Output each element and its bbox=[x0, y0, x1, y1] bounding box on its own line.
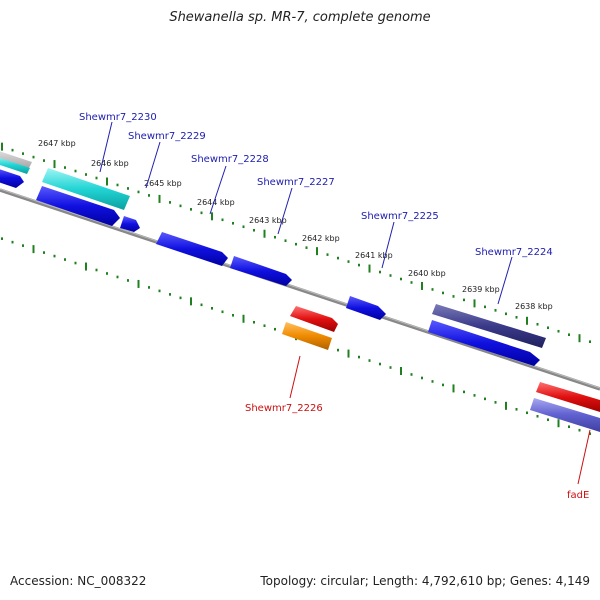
scale-label: 2645 kbp bbox=[144, 179, 182, 188]
gene-feature-cyan-left[interactable] bbox=[0, 156, 30, 174]
gene-label[interactable]: Shewmr7_2226 bbox=[245, 403, 323, 414]
gene-2224[interactable] bbox=[432, 304, 546, 348]
gene-feature-blue-3[interactable] bbox=[428, 320, 540, 366]
scale-ticks-upper bbox=[1, 142, 591, 343]
scale-label: 2638 kbp bbox=[515, 302, 553, 311]
gene-label[interactable]: fadE bbox=[567, 490, 589, 501]
gene-2230[interactable] bbox=[42, 168, 130, 210]
gene-label[interactable]: Shewmr7_2230 bbox=[79, 112, 157, 123]
gene-feature-gray[interactable] bbox=[0, 150, 32, 170]
scale-labels: 2647 kbp 2646 kbp 2645 kbp 2644 kbp 2643… bbox=[38, 139, 553, 311]
gene-feature-violet[interactable] bbox=[530, 398, 600, 432]
gene-2227[interactable] bbox=[230, 256, 292, 286]
gene-2229[interactable] bbox=[120, 216, 140, 232]
gene-feature-red-mid[interactable] bbox=[290, 306, 338, 332]
gene-label[interactable]: Shewmr7_2225 bbox=[361, 211, 439, 222]
gene-feature-blue-2[interactable] bbox=[36, 186, 120, 226]
accession-text: Accession: NC_008322 bbox=[10, 574, 147, 588]
gene-feature-blue-left[interactable] bbox=[0, 168, 24, 188]
scale-label: 2639 kbp bbox=[462, 285, 500, 294]
genome-summary-text: Topology: circular; Length: 4,792,610 bp… bbox=[260, 574, 590, 588]
gene-labels: Shewmr7_2230 Shewmr7_2229 Shewmr7_2228 S… bbox=[79, 112, 589, 501]
gene-2226[interactable] bbox=[282, 322, 332, 350]
scale-label: 2647 kbp bbox=[38, 139, 76, 148]
gene-2225[interactable] bbox=[346, 296, 386, 320]
label-leaders bbox=[99, 121, 591, 485]
gene-fadE[interactable] bbox=[536, 382, 600, 412]
gene-2228[interactable] bbox=[156, 232, 228, 266]
scale-label: 2641 kbp bbox=[355, 251, 393, 260]
scale-label: 2640 kbp bbox=[408, 269, 446, 278]
gene-label[interactable]: Shewmr7_2228 bbox=[191, 154, 269, 165]
gene-features bbox=[0, 150, 600, 432]
backbone-line bbox=[0, 188, 600, 391]
scale-label: 2642 kbp bbox=[302, 234, 340, 243]
scale-label: 2644 kbp bbox=[197, 198, 235, 207]
gene-label[interactable]: Shewmr7_2224 bbox=[475, 247, 553, 258]
gene-label[interactable]: Shewmr7_2227 bbox=[257, 177, 335, 188]
map-title: Shewanella sp. MR-7, complete genome bbox=[169, 10, 431, 25]
scale-label: 2646 kbp bbox=[91, 159, 129, 168]
scale-label: 2643 kbp bbox=[249, 216, 287, 225]
gene-label[interactable]: Shewmr7_2229 bbox=[128, 131, 206, 142]
